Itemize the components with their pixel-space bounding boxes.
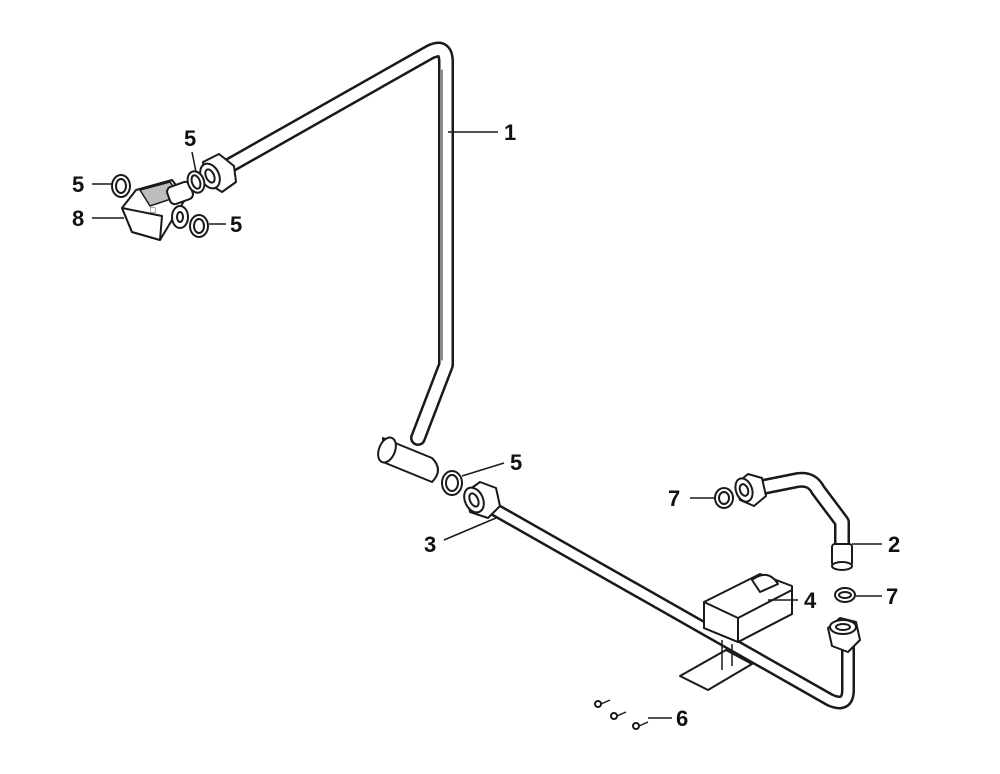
seal-ring-upper-left (111, 174, 131, 198)
seal-ring-middle (441, 470, 463, 496)
pipe-2 (734, 471, 853, 571)
callout-labels: 1 2 3 4 5 5 5 5 6 7 7 8 (72, 120, 900, 731)
connector-block-8: □ (121, 179, 194, 241)
screw (594, 699, 611, 708)
callout-4: 4 (804, 588, 817, 613)
pipe-1 (199, 41, 454, 483)
callout-5-right: 5 (230, 212, 242, 237)
seal-ring-7-right (834, 587, 856, 603)
pipe-2-nut (734, 473, 767, 507)
pipe-1-nut (199, 153, 237, 193)
leader-5b (191, 151, 197, 173)
leader-3 (443, 517, 497, 541)
screw (632, 721, 649, 730)
screw (610, 711, 627, 720)
pipe-2-end (831, 543, 853, 571)
pipe-3-nut-right (827, 617, 861, 653)
callout-1: 1 (504, 120, 516, 145)
leader-5d (461, 462, 505, 477)
screws-6 (594, 699, 649, 730)
callout-8: 8 (72, 206, 84, 231)
leader-lines (92, 131, 882, 719)
svg-text:□: □ (150, 205, 156, 215)
seal-ring-7-left (714, 487, 734, 509)
callout-2: 2 (888, 532, 900, 557)
callout-7-right: 7 (886, 584, 898, 609)
callout-6: 6 (676, 706, 688, 731)
pipe-1-t-end (377, 436, 439, 483)
pipe-3-nut-left (463, 481, 501, 519)
callout-5-middle: 5 (510, 450, 522, 475)
callout-5-left: 5 (72, 172, 84, 197)
seal-ring-lower (189, 214, 209, 238)
callout-5-top: 5 (184, 126, 196, 151)
callout-7-left: 7 (668, 486, 680, 511)
callout-3: 3 (424, 532, 436, 557)
seal-ring-top (186, 170, 206, 194)
pipe-3 (463, 481, 861, 710)
